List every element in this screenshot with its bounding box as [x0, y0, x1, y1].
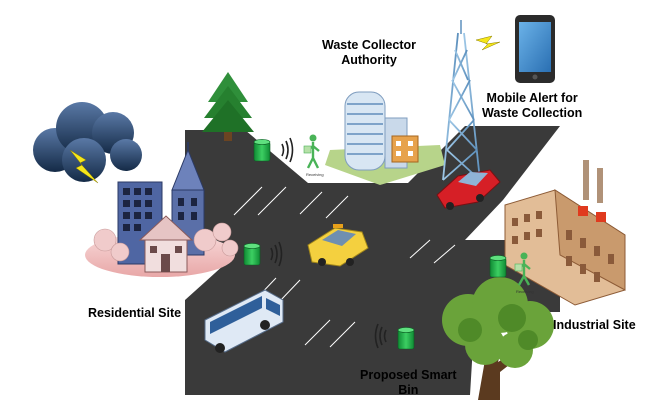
signal-wave-icon: [281, 137, 294, 163]
car-icon: [436, 169, 501, 210]
label-line: Waste Collection: [482, 106, 583, 120]
label-proposed-smart-bin: Proposed Smart Bin: [360, 368, 457, 398]
oak-tree-icon: [442, 277, 554, 400]
signal-bolt-icon: [475, 35, 501, 51]
person-icon: [303, 134, 320, 169]
house-icon: [138, 215, 194, 273]
storm-cloud-icon: [33, 102, 142, 184]
label-line: Proposed Smart: [360, 368, 457, 382]
smart-bin-icon: [243, 243, 261, 266]
pine-tree-icon: [202, 72, 254, 141]
smart-bin-icon: [397, 327, 415, 350]
label-residential-site: Residential Site: [88, 306, 182, 320]
receiving-tag: Receiving: [306, 172, 324, 177]
label-line: Bin: [398, 383, 419, 397]
taxi-icon: [307, 224, 369, 267]
label-industrial-site: Industrial Site: [553, 318, 636, 332]
label-line: Mobile Alert for: [486, 91, 578, 105]
office-building-icon: [325, 91, 445, 185]
label-waste-collector-authority: Waste Collector Authority: [322, 38, 416, 68]
residential-site: [85, 142, 239, 277]
factory-icon: [504, 160, 626, 306]
label-mobile-alert: Mobile Alert for Waste Collection: [482, 91, 582, 121]
label-line: Waste Collector: [322, 38, 417, 52]
person-icon: [514, 252, 531, 286]
smartphone-icon: [515, 15, 555, 83]
bus-icon: [204, 289, 284, 353]
smart-bin-icon: [489, 255, 507, 278]
label-line: Authority: [341, 53, 397, 67]
receiving-tag: Receiving: [516, 289, 534, 294]
smart-bin-icon: [253, 139, 271, 162]
